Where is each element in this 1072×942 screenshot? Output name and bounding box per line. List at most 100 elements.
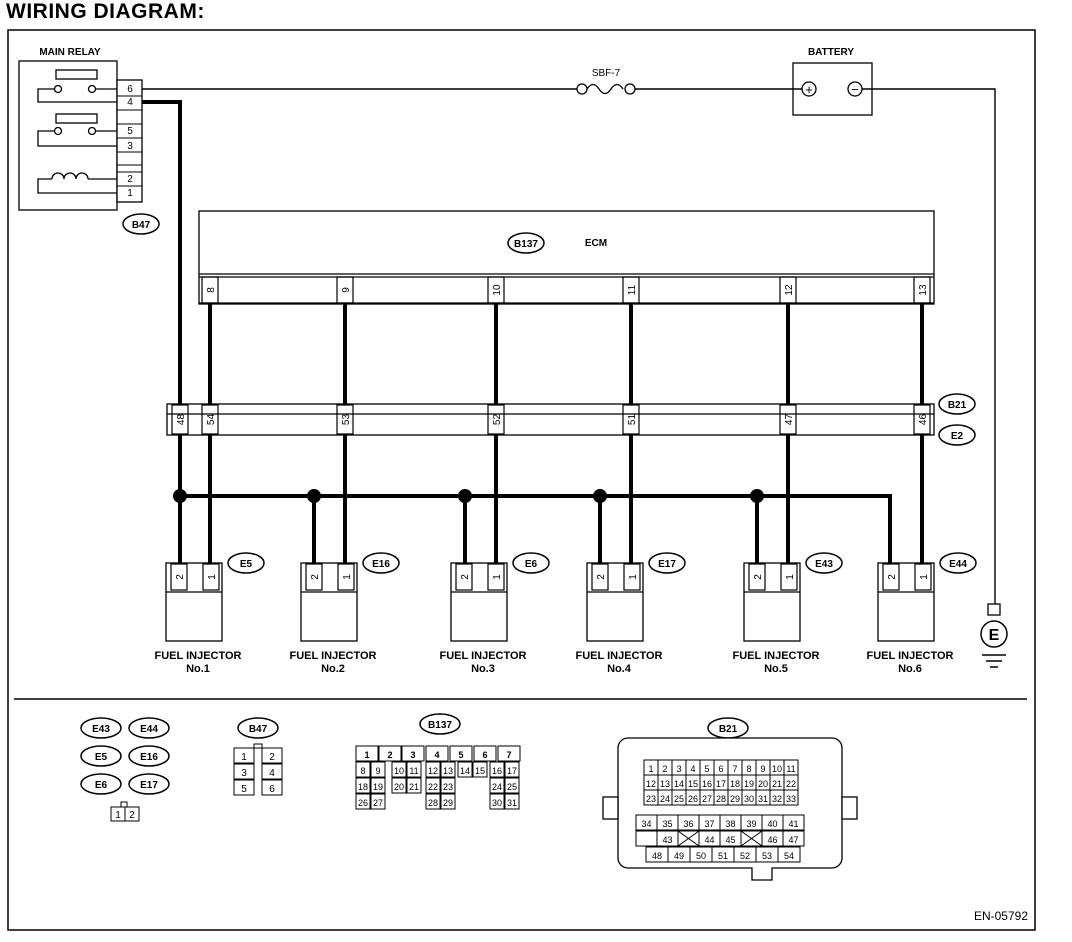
tag-e6: E6	[512, 552, 550, 574]
splice-point	[750, 489, 764, 503]
b21-pin-7: 7	[732, 764, 737, 774]
joint-terminal-53-text: 53	[341, 414, 352, 426]
view-tag-e16: E16	[128, 745, 170, 767]
relay-terminal-1: 1	[127, 188, 133, 199]
b47-pin-5: 5	[241, 784, 247, 795]
b137-pin-22: 22	[428, 782, 438, 792]
b137-pin-20: 20	[394, 782, 404, 792]
view-injector-pin-2: 2	[129, 810, 135, 821]
b137-pin-27: 27	[373, 798, 383, 808]
b21-pin-46: 46	[767, 835, 777, 845]
view-tag-e43-text: E43	[92, 724, 110, 735]
joint-terminal-51-text: 51	[627, 414, 638, 426]
injector-label: FUEL INJECTOR	[867, 650, 954, 662]
ecm-terminal-11-text: 11	[627, 284, 638, 295]
injector-number: No.3	[471, 663, 495, 675]
joint-terminal-46: 46	[913, 404, 931, 435]
tag-e44: E44	[939, 552, 977, 574]
b21-pin-16: 16	[702, 779, 712, 789]
injector-label: FUEL INJECTOR	[155, 650, 242, 662]
b21-pin-31: 31	[758, 794, 768, 804]
battery-positive: +	[805, 82, 813, 97]
b21-pin-23: 23	[646, 794, 656, 804]
view-tag-b137: B137	[419, 713, 461, 735]
tag-e2: E2	[938, 424, 976, 446]
relay-terminal-5: 5	[127, 126, 133, 137]
view-tag-e5-text: E5	[95, 752, 108, 763]
b21-pin-52: 52	[740, 851, 750, 861]
wire-relay-power	[142, 100, 182, 404]
b21-pin-49: 49	[674, 851, 684, 861]
tag-e17: E17	[648, 552, 686, 574]
b21-pin-45: 45	[725, 835, 735, 845]
joint-terminal-52: 52	[487, 404, 505, 435]
b21-pin-4: 4	[690, 764, 695, 774]
b21-pin-12: 12	[646, 779, 656, 789]
b137-pin-21: 21	[409, 782, 419, 792]
b21-pin-48: 48	[652, 851, 662, 861]
b21-pin-54: 54	[784, 851, 794, 861]
b21-pin-47: 47	[788, 835, 798, 845]
ecm-terminal-10: 10	[487, 276, 505, 304]
b47-pin-2: 2	[269, 752, 275, 763]
b21-pin-50: 50	[696, 851, 706, 861]
ecm-terminal-12-text: 12	[784, 284, 795, 296]
fuse-label: SBF-7	[592, 68, 621, 79]
b47-pin-1: 1	[241, 752, 247, 763]
b21-pin-8: 8	[746, 764, 751, 774]
b137-pin-14: 14	[460, 766, 470, 776]
joint-terminal-48-text: 48	[176, 414, 187, 426]
tag-e43: E43	[805, 552, 843, 574]
b21-pin-51: 51	[718, 851, 728, 861]
ecm-terminal-9: 9	[336, 276, 354, 304]
view-tag-e44-text: E44	[140, 724, 158, 735]
b137-pin-31: 31	[507, 798, 517, 808]
b137-pin-24: 24	[492, 782, 502, 792]
injector-label: FUEL INJECTOR	[290, 650, 377, 662]
b137-pin-17: 17	[507, 766, 517, 776]
diagram-title: WIRING DIAGRAM:	[6, 0, 205, 23]
wire-battery-to-ground	[862, 88, 996, 604]
ecm-label: ECM	[585, 238, 607, 249]
b21-pin-34: 34	[641, 819, 651, 829]
b137-pin-30: 30	[492, 798, 502, 808]
view-tag-b21: B21	[707, 717, 749, 739]
joint-terminal-51: 51	[622, 404, 640, 435]
b21-pin-9: 9	[760, 764, 765, 774]
b137-pin-12: 12	[428, 766, 438, 776]
document-code: EN-05792	[974, 909, 1028, 923]
b21-pin-10: 10	[772, 764, 782, 774]
b137-pin-28: 28	[428, 798, 438, 808]
battery-negative: −	[851, 82, 859, 97]
injector-pin-2: 2	[753, 574, 764, 580]
b137-pin-9: 9	[375, 766, 380, 776]
b21-pin-35: 35	[662, 819, 672, 829]
ecm-terminal-8: 8	[201, 276, 219, 304]
view-tag-e17-text: E17	[140, 780, 158, 791]
injector-number: No.5	[764, 663, 788, 675]
b21-pin-22: 22	[786, 779, 796, 789]
b21-pin-28: 28	[716, 794, 726, 804]
b21-pin-20: 20	[758, 779, 768, 789]
injector-pin-1: 1	[919, 574, 930, 580]
tag-e44-text: E44	[949, 559, 967, 570]
b21-pin-33: 33	[786, 794, 796, 804]
tag-b21: B21	[938, 393, 976, 415]
b21-pin-1: 1	[648, 764, 653, 774]
main-relay-label: MAIN RELAY	[39, 47, 101, 58]
joint-terminal-47-text: 47	[784, 414, 795, 426]
b21-pin-36: 36	[683, 819, 693, 829]
injector-number: No.4	[607, 663, 632, 675]
b21-pin-38: 38	[725, 819, 735, 829]
view-tag-e5: E5	[80, 745, 122, 767]
b137-pin-10: 10	[394, 766, 404, 776]
injector-pin-1: 1	[342, 574, 353, 580]
tag-e6-text: E6	[525, 559, 538, 570]
diagram-frame	[7, 29, 1036, 931]
b137-pin-8: 8	[360, 766, 365, 776]
b21-pin-24: 24	[660, 794, 670, 804]
b137-pin-25: 25	[507, 782, 517, 792]
